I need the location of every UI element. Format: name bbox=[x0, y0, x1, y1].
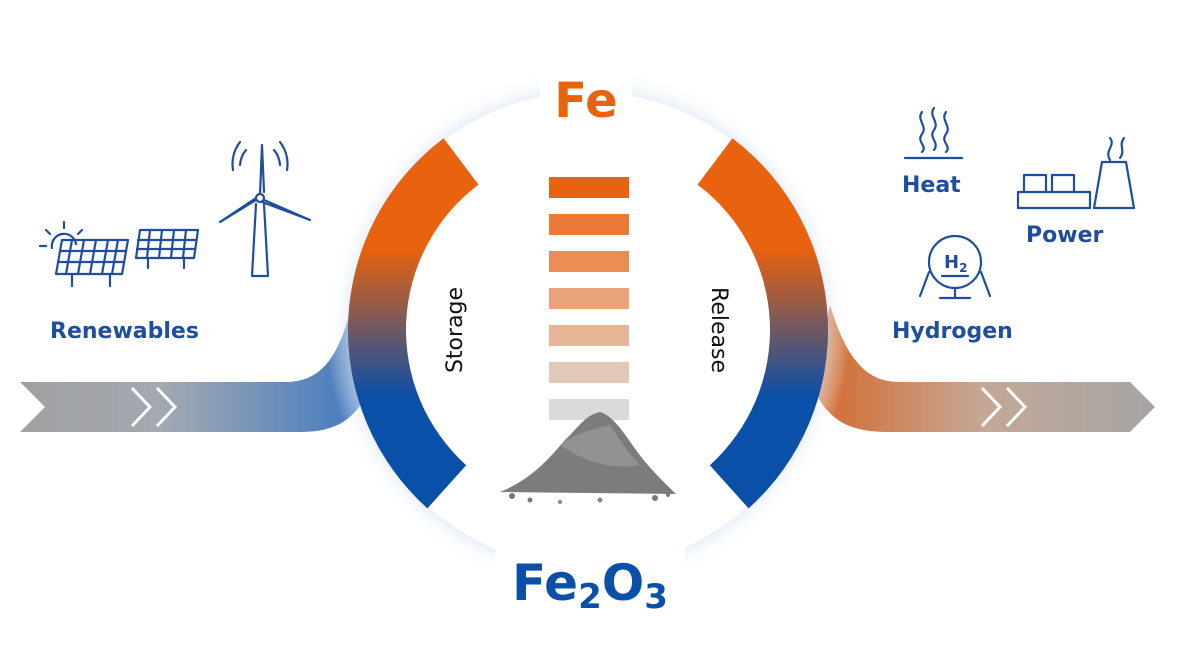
bar bbox=[549, 325, 629, 346]
bar bbox=[549, 177, 629, 198]
bar bbox=[549, 362, 629, 383]
input-energy-arrow bbox=[20, 305, 372, 432]
h2-label: H2 bbox=[944, 252, 967, 275]
power-label: Power bbox=[1026, 223, 1103, 248]
fe-label: Fe bbox=[554, 73, 617, 129]
storage-arc bbox=[347, 138, 479, 509]
heat-icon bbox=[903, 106, 964, 160]
oxidation-gradient-bars bbox=[549, 177, 629, 420]
wind-turbine-icon bbox=[218, 140, 312, 278]
bar bbox=[549, 214, 629, 235]
chevron-icon bbox=[980, 386, 1028, 428]
bar bbox=[549, 288, 629, 309]
iron-oxide-pile-icon bbox=[500, 412, 676, 504]
chevron-icon bbox=[130, 386, 178, 428]
power-plant-icon bbox=[1016, 136, 1136, 210]
output-energy-arrow bbox=[812, 305, 1155, 432]
hydrogen-tank-icon: H2 bbox=[918, 234, 992, 300]
solar-panel-icon bbox=[54, 238, 130, 288]
renewables-label: Renewables bbox=[50, 319, 199, 344]
storage-label: Storage bbox=[443, 287, 468, 373]
fe2o3-label: Fe2O3 bbox=[512, 554, 668, 617]
hydrogen-label: Hydrogen bbox=[892, 319, 1013, 344]
heat-label: Heat bbox=[902, 173, 961, 198]
solar-panel-icon bbox=[134, 228, 200, 270]
release-arc bbox=[697, 138, 829, 509]
release-label: Release bbox=[706, 287, 731, 373]
bar bbox=[549, 251, 629, 272]
bar bbox=[549, 399, 629, 420]
